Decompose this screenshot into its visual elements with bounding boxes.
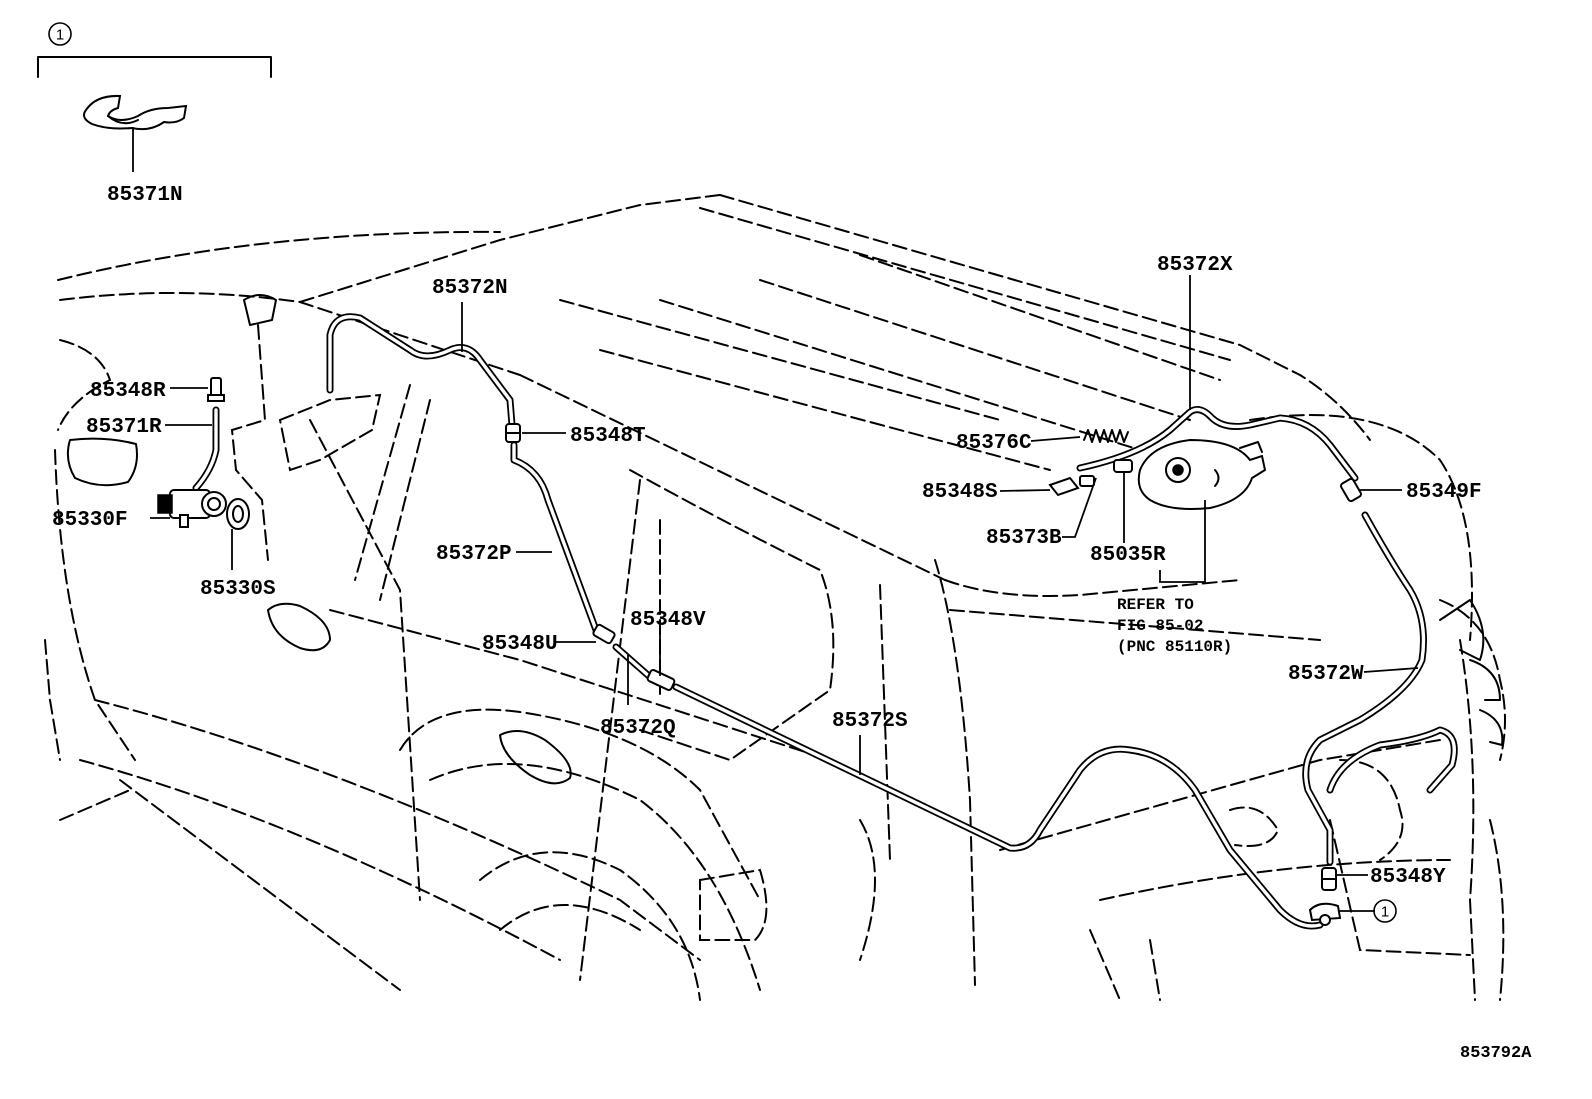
rear-nozzle-icon xyxy=(1319,914,1331,926)
nozzle-85348S-icon xyxy=(1048,475,1095,497)
label-85372X: 85372X xyxy=(1157,254,1233,277)
label-85372N: 85372N xyxy=(432,277,508,300)
label-85348Y: 85348Y xyxy=(1370,866,1446,889)
callout-circle-rear-icon xyxy=(1373,899,1397,923)
figure-code: 853792A xyxy=(1460,1044,1532,1063)
callout-circle-icon xyxy=(48,22,72,46)
label-85348V: 85348V xyxy=(630,609,706,632)
washer-hoses xyxy=(192,313,1458,930)
hose-85372W xyxy=(1302,511,1427,866)
label-85373B: 85373B xyxy=(986,527,1062,550)
washer-pump-85330F-icon xyxy=(157,489,227,528)
vehicle-outline xyxy=(44,194,1506,1001)
joint-85349F-icon xyxy=(1340,477,1362,503)
label-85372S: 85372S xyxy=(832,710,908,733)
refer-note-line-1: REFER TO xyxy=(1117,596,1194,614)
part-labels: 85372N 85348R 85371R 85330F 85330S 85348… xyxy=(52,254,1532,1063)
label-85035R: 85035R xyxy=(1090,544,1166,567)
callout-bracket xyxy=(37,56,272,78)
joint-85348R-icon xyxy=(207,377,225,402)
label-85348T: 85348T xyxy=(570,425,646,448)
label-85372P: 85372P xyxy=(436,543,512,566)
spring-85376C-icon xyxy=(1083,429,1129,443)
hose-clamp-icon xyxy=(83,94,188,131)
label-85376C: 85376C xyxy=(956,432,1032,455)
label-85330S: 85330S xyxy=(200,578,276,601)
refer-note-line-2: FIG 85-02 xyxy=(1117,617,1203,635)
callout-number: 1 xyxy=(56,27,64,44)
leader-lines xyxy=(150,275,1419,912)
grommet-85330S-icon xyxy=(226,498,250,530)
label-85371R: 85371R xyxy=(86,416,162,439)
label-85330F: 85330F xyxy=(52,509,128,532)
hose-85372N xyxy=(326,313,516,429)
label-85372W: 85372W xyxy=(1288,663,1364,686)
callout-number-rear: 1 xyxy=(1381,904,1389,921)
label-85371N: 85371N xyxy=(107,184,183,207)
clamp-rear-icon xyxy=(1308,902,1342,922)
clamp-85373B-icon xyxy=(1113,459,1133,473)
rear-washer-motor-icon xyxy=(1137,438,1267,510)
refer-note-line-3: (PNC 85110R) xyxy=(1117,638,1232,656)
label-85348R: 85348R xyxy=(90,380,166,403)
label-85348S: 85348S xyxy=(922,481,998,504)
label-85348U: 85348U xyxy=(482,633,558,656)
joint-85348U-icon xyxy=(592,623,616,645)
joint-85348T-icon xyxy=(505,423,521,443)
joint-85348Y-icon xyxy=(1321,867,1337,891)
hose-85372S xyxy=(672,683,1324,930)
components xyxy=(157,377,1362,926)
label-85372Q: 85372Q xyxy=(600,717,676,740)
joint-85348V-icon xyxy=(646,669,676,691)
label-85349F: 85349F xyxy=(1406,481,1482,504)
callout-group-1: 1 85371N xyxy=(37,22,272,207)
hose-85372P xyxy=(510,441,600,634)
